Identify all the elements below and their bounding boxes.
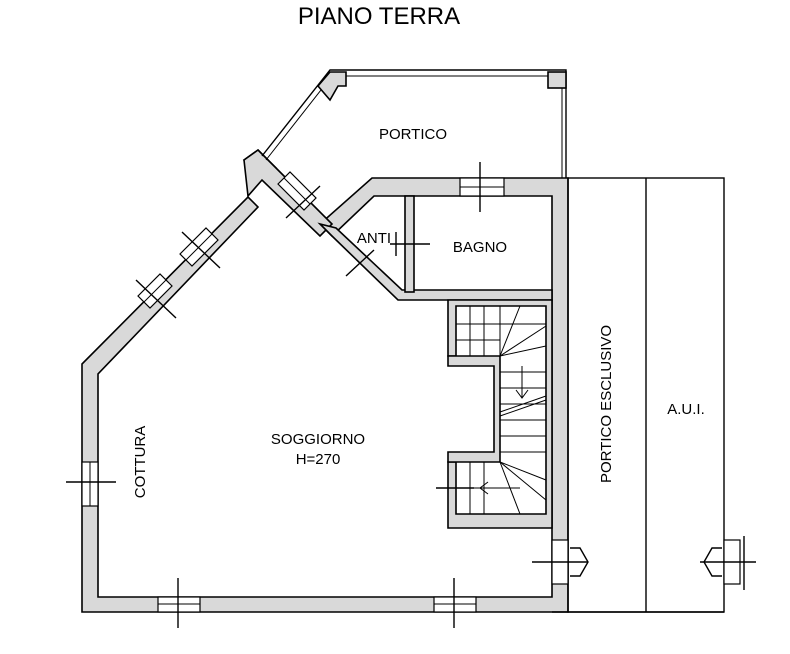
label-bagno: BAGNO (453, 239, 507, 256)
portico-outline (261, 69, 567, 178)
window-bottom-right (433, 578, 477, 628)
stair-arrow-left (479, 481, 520, 495)
label-anti: ANTI (357, 230, 391, 247)
label-soggiorno: SOGGIORNO (271, 431, 365, 448)
door-aui (700, 536, 756, 590)
window-anti (345, 249, 375, 277)
stair-arrow-down (515, 366, 529, 399)
window-diagonal-upper (179, 227, 221, 269)
label-portico-esclusivo: PORTICO ESCLUSIVO (598, 325, 615, 483)
plan-title: PIANO TERRA (298, 3, 460, 30)
label-portico: PORTICO (379, 126, 447, 143)
door-portico-esclusivo (532, 539, 589, 585)
anti-diagonal-wall (317, 222, 553, 301)
window-cottura (66, 461, 116, 507)
door-anti-bagno (390, 232, 430, 256)
stair-core (447, 355, 501, 463)
label-aui: A.U.I. (667, 401, 705, 418)
label-cottura: COTTURA (132, 426, 149, 499)
label-height: H=270 (296, 451, 341, 468)
portico-column-right (547, 71, 567, 89)
window-bottom-left (157, 578, 201, 628)
window-bagno (459, 162, 505, 212)
window-diagonal-lower (135, 273, 177, 319)
stair-treads-upper (456, 305, 547, 357)
portico-outline-inner (265, 75, 563, 178)
portico-column-left (316, 71, 347, 102)
stair-treads-middle (499, 371, 547, 453)
window-diagonal-portico (277, 171, 321, 219)
